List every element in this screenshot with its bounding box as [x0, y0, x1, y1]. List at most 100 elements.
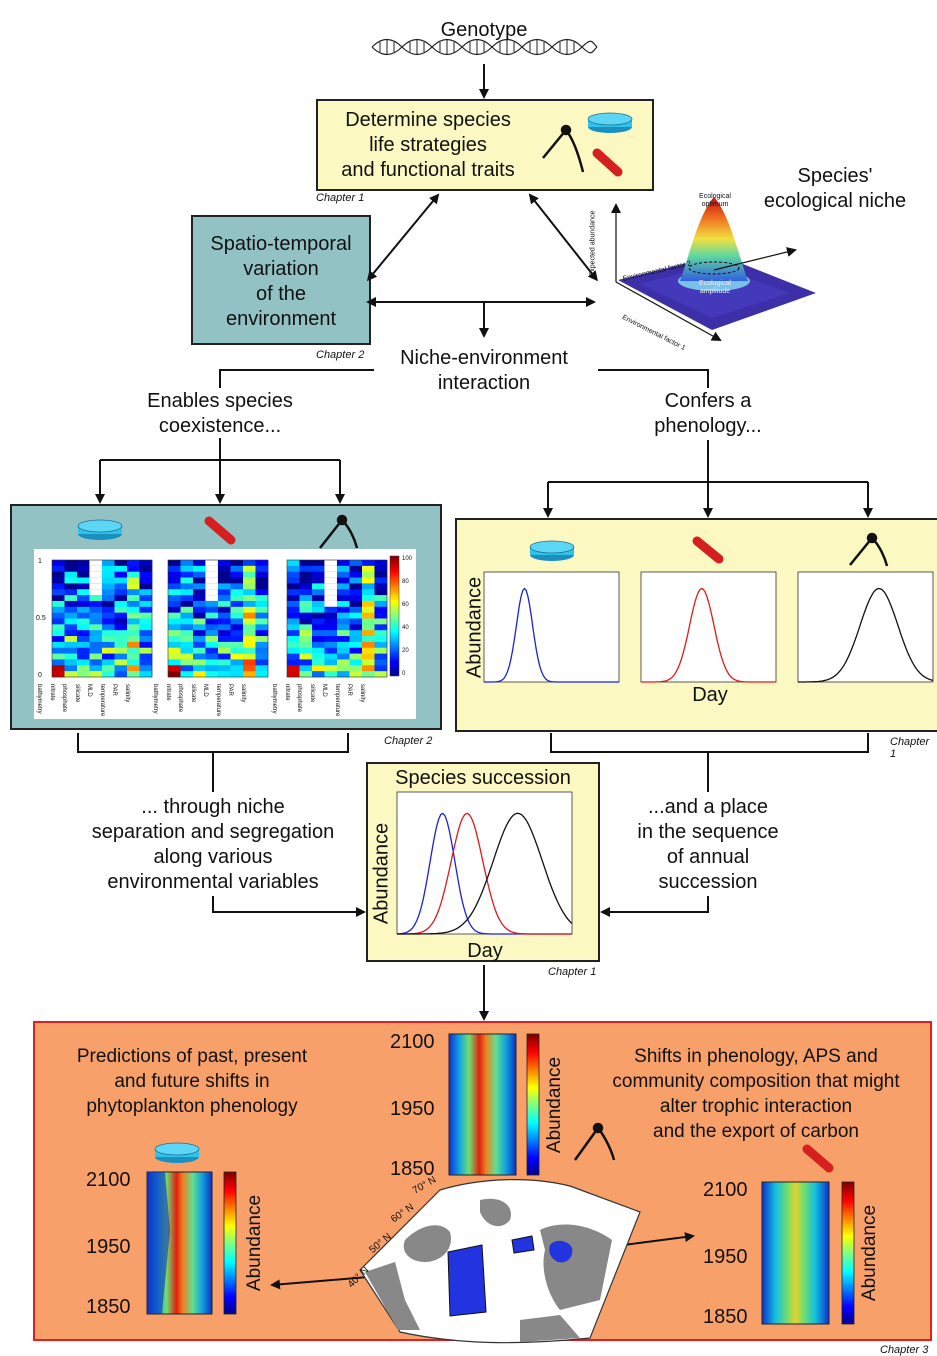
niche-axis-y: Expected abundance	[589, 210, 597, 277]
heatmap-rod-icon	[204, 516, 236, 545]
pred-copepod-icon	[573, 1122, 616, 1161]
coexistence-line2: coexistence...	[158, 415, 282, 437]
succession-chapter: Chapter 1	[548, 966, 597, 978]
phenology-plot-2	[640, 571, 777, 683]
succession-plot	[396, 791, 573, 935]
environment-chapter: Chapter 2	[316, 349, 365, 361]
genotype-label: Genotype	[440, 19, 528, 41]
rod-cell-icon	[592, 148, 623, 177]
variable-label: salinity	[123, 684, 130, 703]
phenology-text: Confers a phenology...	[620, 389, 796, 439]
variable-label: phosphate	[61, 684, 67, 713]
succession-xlabel: Day	[467, 940, 503, 962]
colorbar-tick: 60	[402, 602, 409, 608]
dna-helix-icon	[371, 38, 598, 56]
variable-label: bathymetry	[36, 684, 42, 714]
interaction-line1: Niche-environment	[400, 347, 568, 369]
phenology-rod-icon	[692, 536, 724, 564]
center-colorbar-label: Abundance	[544, 1056, 565, 1154]
traits-line2: life strategies	[369, 134, 487, 156]
left-year-1850: 1850	[86, 1296, 131, 1318]
variable-label: temperature	[333, 684, 340, 717]
environment-text: Spatio-temporal variation of the environ…	[193, 232, 369, 332]
variable-label: salinity	[239, 684, 246, 703]
env-line1: Spatio-temporal	[210, 233, 352, 255]
right-year-1850: 1850	[703, 1306, 748, 1328]
center-year-1850: 1850	[390, 1158, 435, 1180]
heatmap-diatom-icon	[77, 519, 123, 540]
niche-separation-line2: separation and segregation	[91, 821, 335, 843]
center-year-1950: 1950	[390, 1098, 435, 1120]
heatmap-colorbar	[389, 555, 400, 677]
phenology-chapter: Chapter 1	[890, 736, 930, 760]
niche-title: Species' ecological niche	[740, 164, 930, 214]
phenology-copepod-icon	[849, 532, 889, 567]
predictions-chapter: Chapter 3	[880, 1344, 929, 1356]
variable-label: MLD	[202, 684, 208, 697]
interaction-text: Niche-environment interaction	[374, 346, 594, 396]
pred-left-line3: phytoplankton phenology	[86, 1096, 298, 1117]
colorbar-tick: 80	[402, 579, 409, 585]
succession-title: Species succession	[395, 767, 571, 789]
niche-title-line2: ecological niche	[763, 190, 907, 212]
heatmap-3	[286, 559, 388, 678]
colorbar-tick: 0	[402, 671, 406, 677]
hovmoller-right	[761, 1181, 830, 1325]
environment-box	[191, 215, 371, 345]
phenology-plots	[483, 571, 934, 683]
variable-label: PAR	[111, 684, 117, 696]
colorbar-right	[841, 1181, 855, 1325]
niche-title-line1: Species'	[797, 165, 873, 187]
heatmap-ytick-05: 0.5	[36, 615, 46, 622]
colorbar-tick: 40	[402, 625, 409, 631]
niche-separation-line1: ... through niche	[141, 796, 285, 818]
phenology-xlabel: Day	[692, 684, 728, 706]
predictions-right-text: Shifts in phenology, APS and community c…	[578, 1044, 934, 1144]
north-atlantic-map	[359, 1179, 641, 1344]
variable-label: PAR	[346, 684, 352, 696]
succession-curve-3	[397, 812, 573, 935]
niche-amplitude-line2: amplitude	[699, 288, 731, 295]
phenology-plot-1	[483, 571, 620, 683]
niche-heatmaps	[51, 559, 388, 678]
pred-right-line4: and the export of carbon	[653, 1121, 859, 1142]
pred-rod-icon	[802, 1144, 834, 1173]
variable-label: bathymetry	[271, 684, 277, 714]
colorbar-tick: 100	[402, 556, 413, 562]
colorbar-center	[526, 1033, 540, 1176]
niche-amplitude-label: Ecological amplitude	[694, 280, 736, 296]
env-line2: variation	[243, 258, 319, 280]
center-year-2100: 2100	[390, 1031, 435, 1053]
left-year-1950: 1950	[86, 1236, 131, 1258]
colorbar-tick: 20	[402, 648, 409, 654]
right-year-1950: 1950	[703, 1246, 748, 1268]
heatmap-chapter: Chapter 2	[384, 735, 433, 747]
variable-label: phosphate	[296, 684, 302, 713]
hovmoller-center	[448, 1033, 517, 1176]
heatmap-ytick-0: 0	[38, 672, 42, 679]
variable-label: salinity	[358, 684, 365, 703]
coexistence-text: Enables species coexistence...	[110, 389, 330, 439]
variable-label: MLD	[321, 684, 327, 697]
succession-ylabel: Abundance	[370, 822, 393, 925]
pred-right-line2: community composition that might	[612, 1071, 900, 1092]
pred-left-line1: Predictions of past, present	[76, 1046, 308, 1067]
variable-label: MLD	[86, 684, 92, 697]
diatom-disc-icon	[587, 112, 633, 133]
coexistence-line1: Enables species	[147, 390, 293, 412]
phenology-plot-3	[797, 571, 934, 683]
traits-line3: and functional traits	[341, 159, 515, 181]
hovmoller-left	[146, 1171, 213, 1315]
niche-optimum-line1: Ecological	[699, 193, 731, 200]
variable-label: silicate	[73, 684, 80, 703]
succession-curve-2	[397, 812, 572, 935]
left-colorbar-label: Abundance	[244, 1194, 265, 1292]
traits-chapter: Chapter 1	[316, 192, 365, 204]
phenology-line2: phenology...	[654, 415, 762, 437]
colorbar-left	[223, 1171, 237, 1315]
right-year-2100: 2100	[703, 1179, 748, 1201]
annual-place-line4: succession	[658, 871, 758, 893]
pred-left-line2: and future shifts in	[114, 1071, 270, 1092]
variable-label: temperature	[214, 684, 221, 717]
